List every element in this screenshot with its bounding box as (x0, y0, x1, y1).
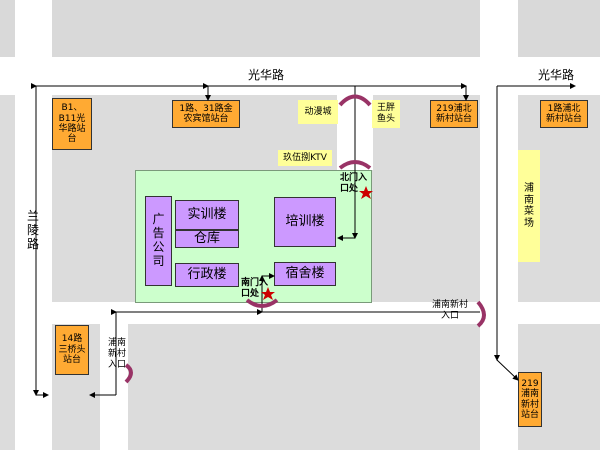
block-top-mid (52, 0, 480, 57)
landmark-wangpang: 王胖 鱼头 (372, 100, 400, 128)
road-label-guanghua-right: 光华路 (538, 68, 575, 82)
entrance-arc-punan-west (124, 363, 133, 384)
bus-stop-punan-219[interactable]: 219 浦南 新村 站台 (518, 372, 542, 427)
landmark-ktv-label: 玖伍捌KTV (283, 152, 327, 163)
entrance-north-label: 北门入 口处 (340, 173, 368, 194)
building-guanggao-label: 广告公司 (152, 212, 165, 268)
landmark-ktv: 玖伍捌KTV (278, 150, 332, 166)
building-peixun[interactable]: 培训楼 (274, 197, 336, 247)
bus-stop-pubei-1-label: 1路浦北 新村站台 (545, 103, 582, 124)
landmark-dongmancheng: 动漫城 (298, 100, 338, 124)
entrance-arc-north (338, 94, 372, 107)
bus-stop-pubei-1[interactable]: 1路浦北 新村站台 (540, 100, 588, 128)
landmark-wangpang-label: 王胖 鱼头 (376, 103, 395, 124)
entrance-punan-west-label: 浦南 新村 入口 (108, 338, 127, 370)
bus-stop-pubei-219-label: 219浦北 新村站台 (435, 103, 472, 124)
bus-stop-guanghua-jinyi[interactable]: 1路、31路金 农宾馆站台 (172, 100, 240, 128)
building-cangku[interactable]: 仓库 (175, 230, 239, 248)
entrance-punan-east-label: 浦南新村 入口 (432, 300, 469, 321)
building-xingzheng-label: 行政楼 (187, 267, 227, 283)
road-punan (52, 302, 480, 324)
road-punan-vertical (100, 324, 128, 450)
building-cangku-label: 仓库 (193, 231, 220, 247)
bus-stop-sanqiaotou-14-label: 14路 三桥头 站台 (58, 334, 86, 366)
road-right-vertical (480, 0, 518, 450)
bus-stop-pubei-219[interactable]: 219浦北 新村站台 (430, 100, 478, 128)
entrance-south-label: 南门入 口处 (241, 278, 269, 299)
building-shixun-label: 实训楼 (187, 207, 227, 223)
bus-stop-b11-label: B1、 B11光 华路站 台 (58, 103, 86, 145)
bus-stop-punan-219-label: 219 浦南 新村 站台 (520, 378, 539, 420)
route-right-stop (496, 359, 519, 381)
building-guanggao[interactable]: 广告公司 (145, 196, 172, 286)
entrance-arc-punan-east (476, 300, 486, 328)
landmark-caichang-label: 浦南菜场 (524, 183, 534, 229)
road-lanling (15, 0, 52, 450)
road-label-guanghua-left: 光华路 (248, 68, 285, 82)
entrance-star-north (359, 186, 373, 199)
bus-stop-guanghua-jinyi-label: 1路、31路金 农宾馆站台 (179, 103, 233, 124)
building-sushe-label: 宿舍楼 (285, 266, 325, 282)
entrance-star-south (261, 287, 275, 300)
block-top-right (518, 0, 600, 57)
entrance-arc-south (245, 298, 279, 308)
road-bottom-right (518, 302, 600, 324)
building-peixun-label: 培训楼 (285, 214, 325, 230)
building-shixun[interactable]: 实训楼 (175, 200, 239, 230)
building-xingzheng[interactable]: 行政楼 (175, 263, 239, 287)
bus-stop-sanqiaotou-14[interactable]: 14路 三桥头 站台 (55, 325, 89, 375)
entrance-arc-north-low (338, 160, 372, 170)
block-top-left (0, 0, 15, 57)
bus-stop-b11[interactable]: B1、 B11光 华路站 台 (52, 98, 92, 150)
landmark-dongmancheng-label: 动漫城 (304, 106, 332, 117)
landmark-caichang: 浦南菜场 (518, 150, 540, 262)
